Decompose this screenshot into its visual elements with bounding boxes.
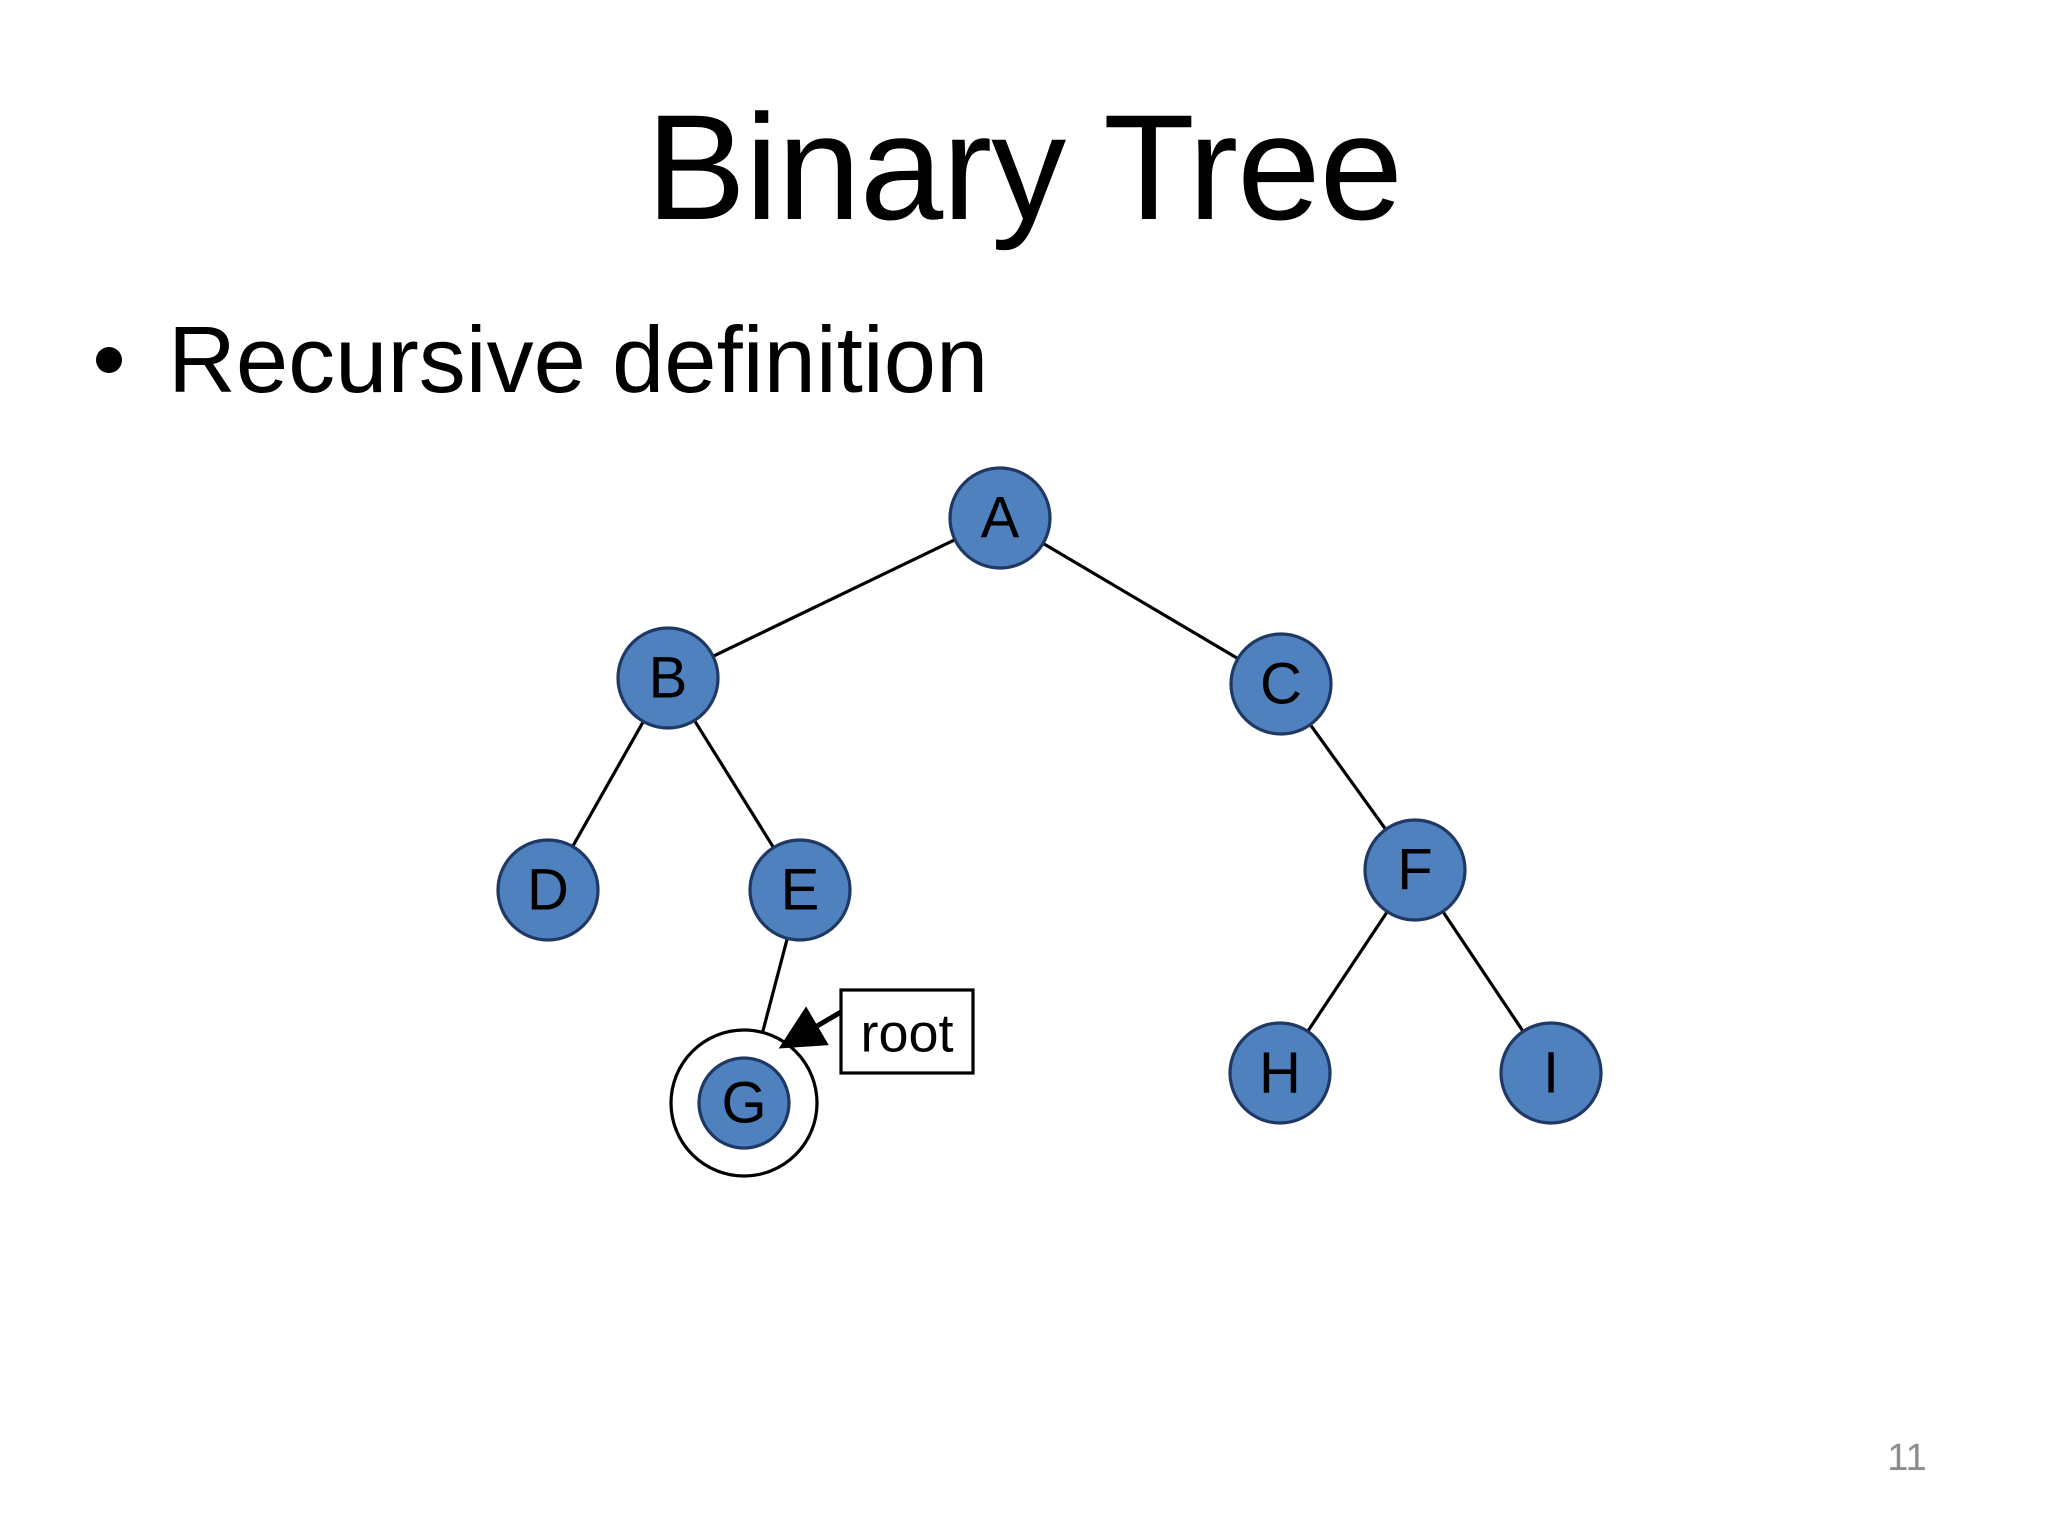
tree-node-i[interactable]: I [1499, 1021, 1603, 1125]
page-number: 11 [1887, 1437, 1927, 1479]
tree-edge-a-c [1042, 542, 1239, 660]
tree-edge-b-e [693, 719, 775, 849]
root-callout-label: root [860, 1004, 953, 1064]
tree-edge-e-g [761, 937, 789, 1033]
node-circle [748, 838, 852, 942]
node-label: G [721, 1071, 766, 1136]
node-circle [697, 1056, 791, 1150]
node-label: A [981, 486, 1020, 551]
node-label: H [1259, 1041, 1301, 1106]
tree-edge-c-f [1308, 723, 1388, 831]
tree-node-layer: A B C D E F G H I [496, 466, 1603, 1150]
tree-node-g[interactable]: G [697, 1056, 791, 1150]
tree-node-a[interactable]: A [948, 466, 1052, 570]
tree-edge-f-h [1306, 910, 1389, 1033]
tree-edge-layer [571, 538, 1525, 1033]
bullet-item-label: Recursive definition [168, 307, 989, 412]
tree-node-d[interactable]: D [496, 838, 600, 942]
tree-node-h[interactable]: H [1228, 1021, 1332, 1125]
tree-edge-b-d [571, 720, 645, 848]
node-circle [1499, 1021, 1603, 1125]
tree-node-b[interactable]: B [616, 626, 720, 730]
node-circle [1229, 632, 1333, 736]
bullet-dot-icon [96, 347, 122, 373]
bullet-list-item: Recursive definition [96, 300, 988, 420]
tree-node-e[interactable]: E [748, 838, 852, 942]
node-label: C [1260, 652, 1302, 717]
tree-callout-layer: root [778, 988, 975, 1075]
node-label: F [1397, 838, 1432, 903]
root-callout-box [839, 988, 975, 1075]
node-circle [616, 626, 720, 730]
tree-edge-a-b [712, 538, 956, 658]
node-label: D [527, 858, 569, 923]
tree-node-c[interactable]: C [1229, 632, 1333, 736]
node-label: B [649, 646, 688, 711]
node-label: I [1543, 1041, 1559, 1106]
node-circle [948, 466, 1052, 570]
node-circle [496, 838, 600, 942]
tree-node-f[interactable]: F [1363, 818, 1467, 922]
tree-highlight-layer [669, 1028, 819, 1178]
node-label: E [781, 858, 820, 923]
node-circle [1363, 818, 1467, 922]
page-title: Binary Tree [646, 83, 1403, 251]
tree-edge-f-i [1441, 910, 1525, 1033]
root-callout-arrow-icon [778, 1006, 843, 1049]
root-highlight-ring [669, 1028, 819, 1178]
node-circle [1228, 1021, 1332, 1125]
